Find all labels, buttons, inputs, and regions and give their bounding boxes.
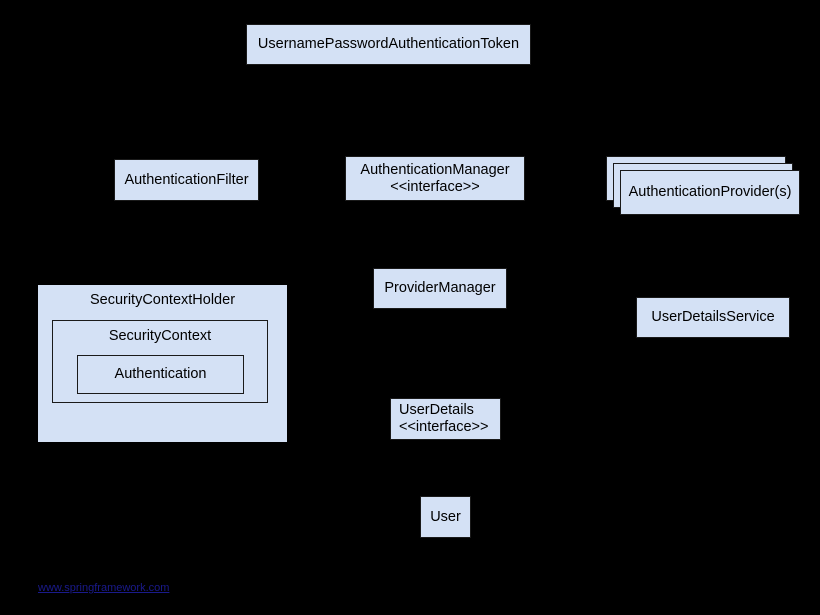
node-user-details: UserDetails <<interface>> [390,398,501,440]
security-context-holder-label: SecurityContextHolder [89,292,236,308]
node-authentication-filter: AuthenticationFilter [114,159,259,201]
node-authentication-providers: AuthenticationProvider(s) [620,170,800,215]
node-user-details-service: UserDetailsService [636,297,790,338]
node-username-password-authentication-token: UsernamePasswordAuthenticationToken [246,24,531,65]
site-link[interactable]: www.springframework.com [38,582,170,594]
node-provider-manager: ProviderManager [373,268,507,309]
node-authentication-manager: AuthenticationManager <<interface>> [345,156,525,201]
node-security-context: SecurityContext Authentication [52,320,268,403]
security-context-label: SecurityContext [108,328,212,344]
node-authentication: Authentication [77,355,244,394]
node-user: User [420,496,471,538]
node-security-context-holder: SecurityContextHolder SecurityContext Au… [38,285,287,442]
